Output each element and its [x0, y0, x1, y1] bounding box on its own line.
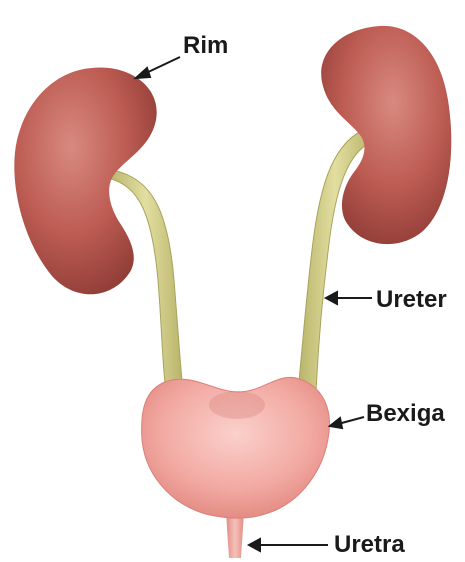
- kidney-label: Rim: [183, 34, 228, 58]
- bladder-label: Bexiga: [366, 402, 445, 426]
- right-kidney: [321, 26, 451, 244]
- bladder-highlight: [209, 391, 265, 419]
- ureter-pointer-head: [326, 292, 337, 304]
- kidney-pointer-head: [136, 68, 150, 78]
- ureter-label: Ureter: [376, 288, 447, 312]
- kidney-pointer-line: [144, 57, 180, 74]
- urethra-label: Uretra: [334, 533, 405, 557]
- bladder-pointer-head: [330, 418, 342, 428]
- urethra-pointer-head: [249, 539, 260, 551]
